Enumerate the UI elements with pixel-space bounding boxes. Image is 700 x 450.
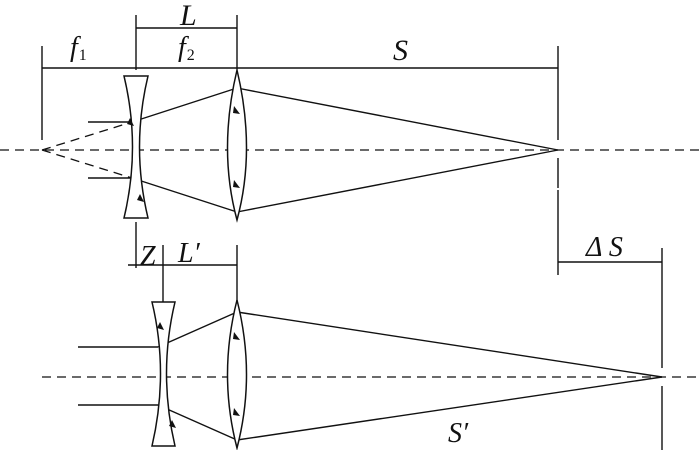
label-Z: Z bbox=[140, 241, 156, 272]
lower-diverging-ray-bottom bbox=[157, 404, 238, 441]
lower-converging-ray-bottom bbox=[236, 376, 663, 441]
label-L: L bbox=[179, 0, 197, 32]
diverging-ray-bottom bbox=[131, 177, 238, 213]
arrow-icon bbox=[169, 420, 176, 428]
arrow-icon bbox=[233, 106, 240, 114]
label-L-prime: L′ bbox=[177, 238, 201, 269]
label-f1: f1 bbox=[70, 32, 87, 64]
arrow-icon bbox=[157, 322, 164, 330]
virtual-ray-top bbox=[41, 121, 133, 151]
upper-concave-lens bbox=[123, 75, 149, 219]
label-delta-S: Δ S bbox=[585, 232, 623, 263]
label-S-prime: S′ bbox=[448, 418, 469, 449]
label-f2: f2 bbox=[178, 32, 195, 64]
lower-convex-lens bbox=[226, 299, 248, 450]
lower-converging-ray-top bbox=[236, 311, 663, 378]
virtual-ray-bottom bbox=[41, 149, 133, 179]
converging-ray-bottom bbox=[236, 149, 559, 213]
label-S: S bbox=[393, 34, 408, 67]
arrow-icon bbox=[233, 180, 240, 188]
lower-concave-lens bbox=[151, 301, 176, 447]
arrow-icon bbox=[127, 118, 134, 126]
arrow-icon bbox=[233, 332, 240, 340]
diverging-ray-top bbox=[131, 87, 238, 123]
converging-ray-top bbox=[236, 87, 559, 151]
arrow-icon bbox=[233, 408, 240, 416]
lower-diverging-ray-top bbox=[157, 311, 238, 348]
upper-convex-lens bbox=[226, 69, 248, 223]
arrow-icon bbox=[137, 194, 144, 202]
